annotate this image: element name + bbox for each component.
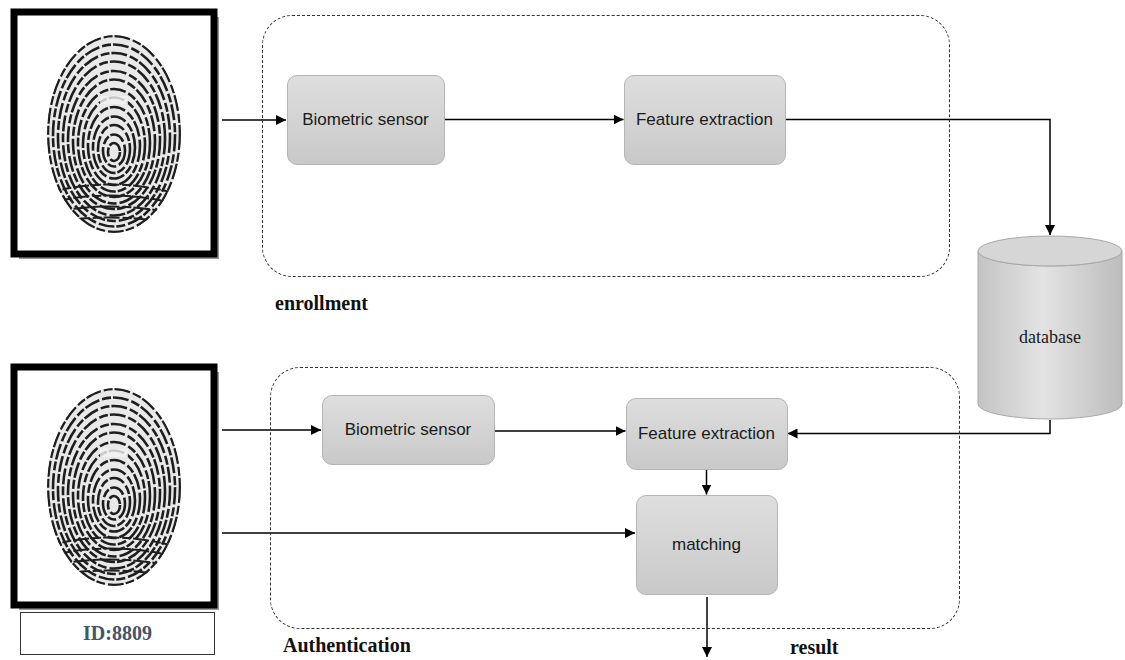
flow-arrow — [786, 120, 1051, 236]
input-arrow — [222, 429, 321, 431]
input-arrow — [222, 119, 286, 121]
node-label: Biometric sensor — [302, 110, 429, 130]
fingerprint-image — [44, 388, 184, 586]
result-arrow — [706, 597, 708, 657]
node-label: matching — [672, 535, 741, 555]
node-label: Feature extraction — [636, 110, 773, 130]
node-label: Feature extraction — [638, 424, 775, 444]
flow-arrow — [495, 430, 626, 432]
process-region: enrollmentBiometric sensorFeature extrac… — [262, 15, 950, 277]
database-body — [978, 251, 1122, 419]
flow-arrow — [788, 420, 1051, 434]
input-arrow — [222, 532, 635, 534]
fingerprint-image — [44, 35, 184, 233]
region-heading: Authentication — [283, 634, 411, 656]
node-label: ID:8809 — [83, 622, 152, 645]
id-tag: ID:8809 — [20, 612, 215, 655]
fingerprint-card — [14, 367, 214, 605]
flow-arrow — [445, 119, 624, 121]
process-box: matching — [636, 495, 778, 595]
process-box: Biometric sensor — [287, 75, 445, 165]
output-label: result — [790, 636, 839, 658]
node-label: Biometric sensor — [345, 420, 472, 440]
region-heading: enrollment — [275, 292, 368, 314]
process-box: Feature extraction — [624, 75, 786, 165]
flow-arrow — [706, 470, 708, 495]
process-box: Feature extraction — [626, 398, 788, 470]
fingerprint-card — [14, 12, 214, 254]
node-label: database — [1019, 307, 1081, 348]
process-region: AuthenticationBiometric sensorFeature ex… — [270, 367, 960, 629]
database-cylinder: database — [977, 235, 1123, 420]
database-lid — [978, 236, 1122, 266]
process-box: Biometric sensor — [322, 395, 495, 465]
